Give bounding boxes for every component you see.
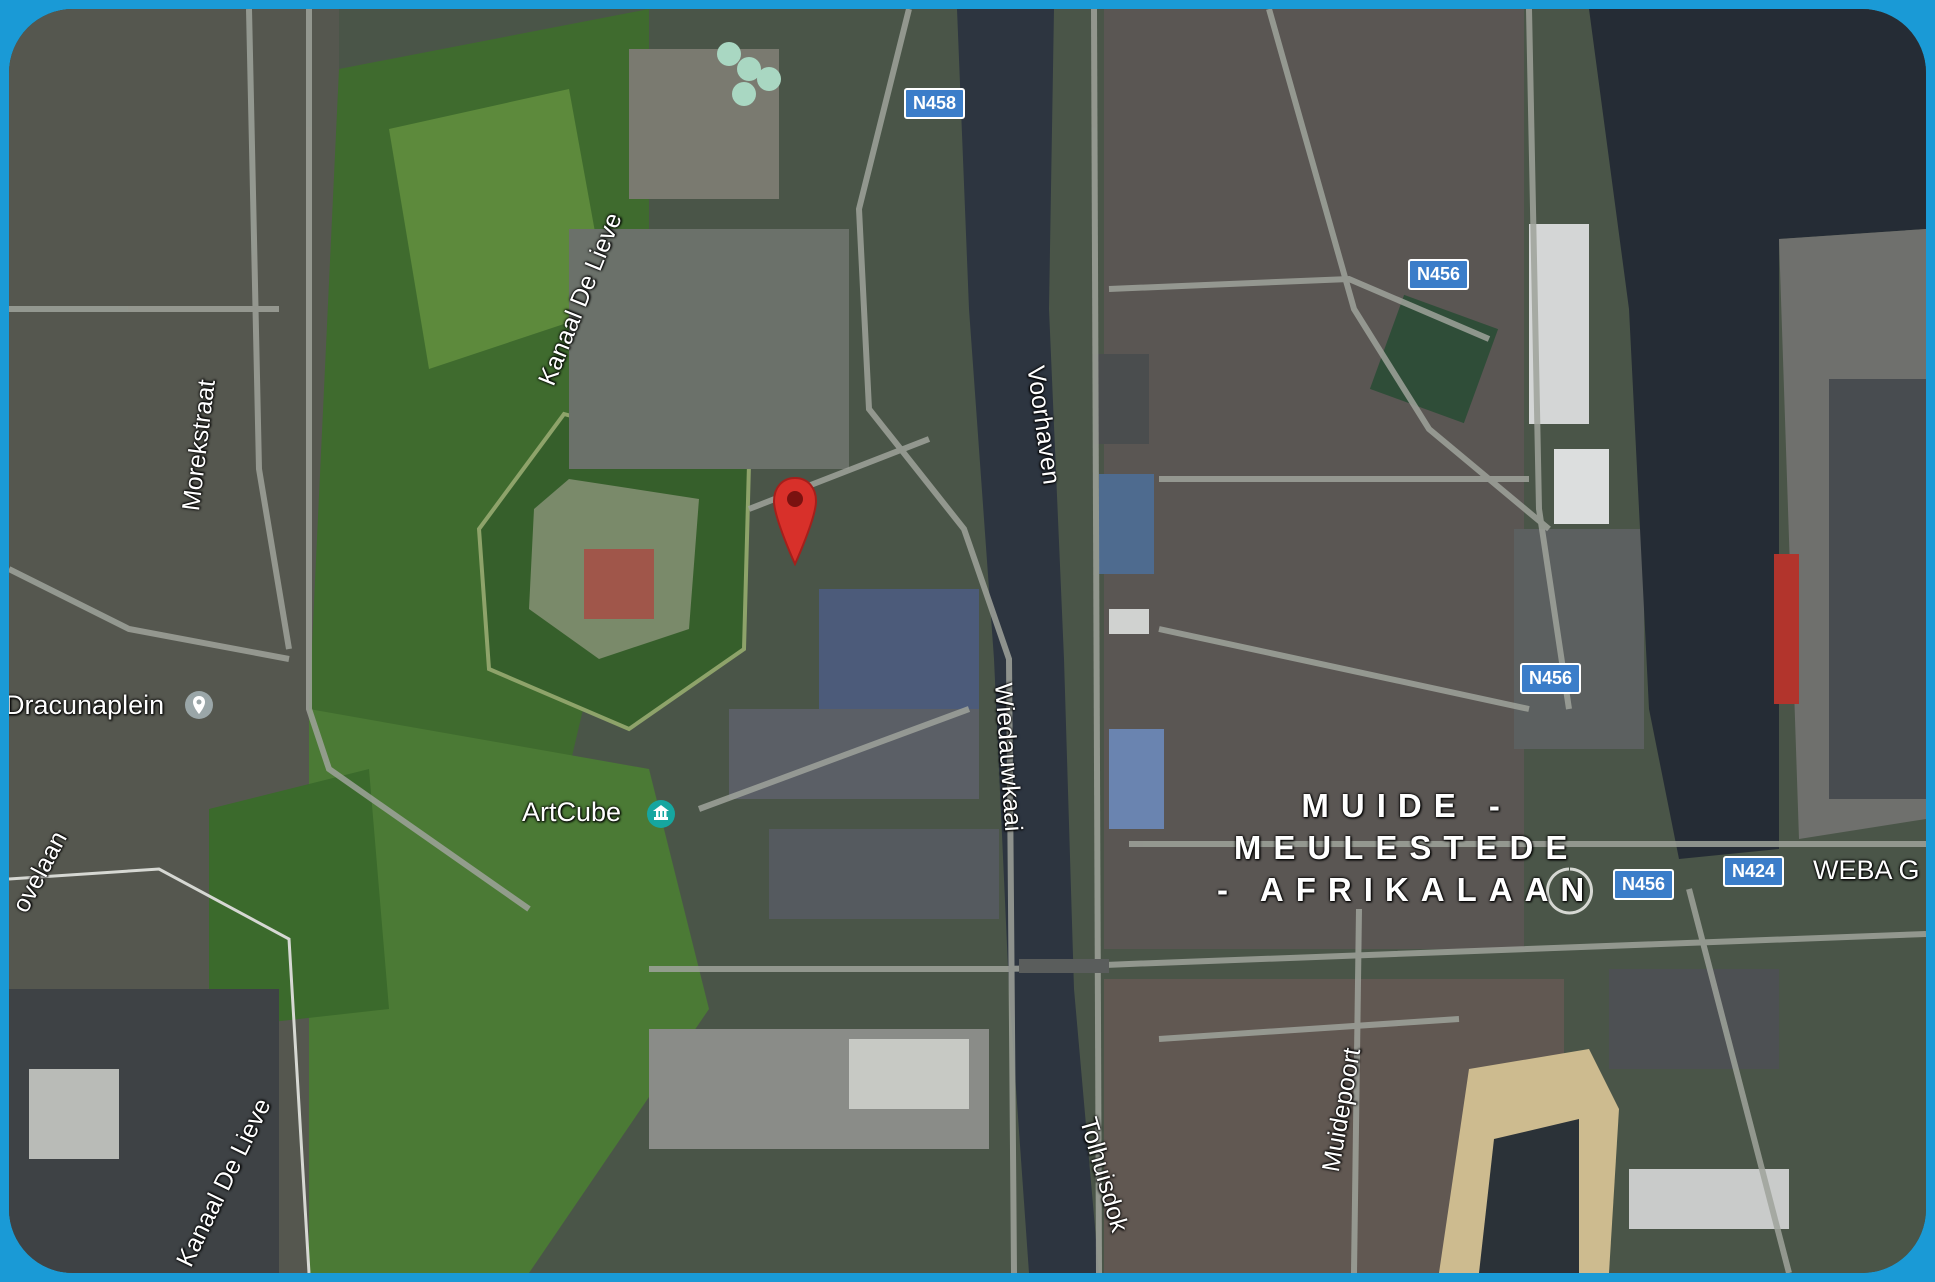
district-label-line1: MUIDE -: [1301, 787, 1512, 824]
district-label-line3: - AFRIKALAAN: [1217, 871, 1597, 908]
route-shield-n456: N456: [1520, 663, 1582, 694]
district-label: MUIDE - MEULESTEDE - AFRIKALAAN: [1217, 785, 1596, 911]
place-label-weba[interactable]: WEBA G: [1813, 855, 1920, 885]
place-label-dracunaplein[interactable]: Dracunaplein: [9, 690, 165, 720]
museum-icon[interactable]: [646, 799, 676, 829]
route-shield-n458: N458: [904, 88, 966, 119]
route-shield-n424: N424: [1723, 856, 1785, 887]
route-shield-n456: N456: [1408, 259, 1470, 290]
map-imagery: [9, 9, 1926, 1273]
district-label-line2: MEULESTEDE: [1233, 829, 1580, 866]
location-pin-icon[interactable]: [772, 476, 818, 566]
place-marker-icon[interactable]: [184, 690, 214, 720]
route-shield-n456: N456: [1613, 869, 1675, 900]
place-label-artcube[interactable]: ArtCube: [522, 797, 622, 827]
satellite-map[interactable]: Dracunaplein ArtCube WEBA G Morekstraat …: [9, 9, 1926, 1273]
